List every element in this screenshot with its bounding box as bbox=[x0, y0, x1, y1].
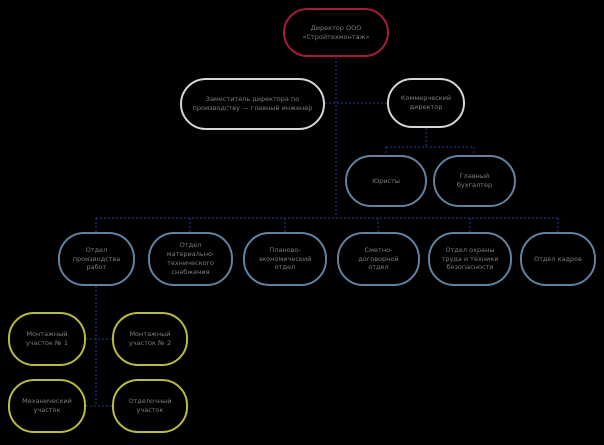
org-node-site-3: Механический участок bbox=[8, 379, 86, 433]
org-node-dept-estimates: Сметно-договорной отдел bbox=[337, 232, 420, 286]
org-node-commercial-director-label: Коммерческий директор bbox=[400, 94, 452, 111]
org-node-dept-planning-label: Планово-экономический отдел bbox=[258, 245, 312, 272]
org-node-dept-planning: Планово-экономический отдел bbox=[243, 232, 327, 286]
org-node-site-1: Монтажный участок № 1 bbox=[8, 312, 86, 366]
org-node-chief-accountant: Главный бухгалтер bbox=[433, 155, 516, 207]
org-node-director: Директор ООО «Стройтехмонтаж» bbox=[283, 8, 389, 57]
org-node-dept-supply-label: Отдел материально-технического снабжения bbox=[166, 241, 215, 276]
org-node-dept-hr: Отдел кадров bbox=[520, 232, 596, 286]
org-node-lawyers-label: Юристы bbox=[372, 176, 400, 185]
org-node-dept-safety-label: Отдел охраны труда и техники безопасност… bbox=[441, 245, 499, 272]
org-node-site-2-label: Монтажный участок № 2 bbox=[129, 330, 171, 347]
org-node-dept-production: Отдел производства работ bbox=[58, 232, 135, 286]
org-node-chief-accountant-label: Главный бухгалтер bbox=[456, 172, 493, 189]
org-node-commercial-director: Коммерческий директор bbox=[387, 78, 465, 128]
org-node-chief-engineer-label: Заместитель директора по производству — … bbox=[192, 95, 313, 112]
org-node-site-1-label: Монтажный участок № 1 bbox=[26, 330, 68, 347]
org-node-director-label: Директор ООО «Стройтехмонтаж» bbox=[302, 23, 370, 41]
org-node-site-3-label: Механический участок bbox=[22, 397, 72, 414]
org-node-chief-engineer: Заместитель директора по производству — … bbox=[180, 78, 325, 130]
org-node-site-2: Монтажный участок № 2 bbox=[112, 312, 188, 366]
org-node-dept-hr-label: Отдел кадров bbox=[534, 254, 582, 263]
org-node-dept-estimates-label: Сметно-договорной отдел bbox=[358, 245, 399, 272]
org-node-site-4-label: Отделочный участок bbox=[128, 397, 172, 414]
org-node-lawyers: Юристы bbox=[345, 155, 427, 207]
org-node-site-4: Отделочный участок bbox=[112, 379, 188, 433]
org-node-dept-production-label: Отдел производства работ bbox=[72, 245, 121, 272]
org-node-dept-safety: Отдел охраны труда и техники безопасност… bbox=[428, 232, 512, 286]
org-node-dept-supply: Отдел материально-технического снабжения bbox=[148, 232, 233, 286]
